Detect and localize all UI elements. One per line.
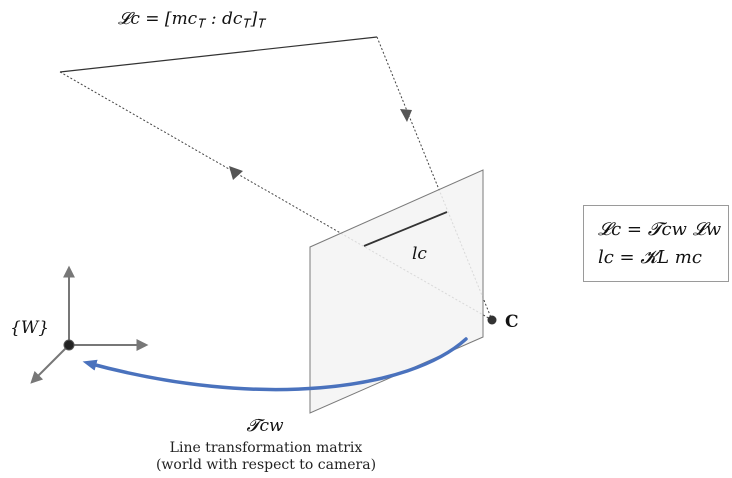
image-line [363, 211, 448, 247]
world-frame-axes [30, 265, 149, 384]
equation-line-projection: lc = 𝓚L mc [598, 247, 702, 268]
transform-label: 𝓣cw [246, 416, 284, 436]
ray-arrow-left [229, 166, 243, 180]
equations-box: 𝓛c = 𝓣cw 𝓛w lc = 𝓚L mc [583, 205, 729, 282]
transform-arrow [82, 337, 468, 392]
3d-line [59, 36, 378, 73]
equation-line-transform: 𝓛c = 𝓣cw 𝓛w [598, 219, 722, 240]
camera-label: C [505, 312, 519, 332]
world-frame-label: {W} [10, 318, 49, 338]
caption-line-1: Line transformation matrix [170, 440, 363, 456]
ray-arrow-right [400, 109, 412, 122]
camera-center-point [487, 315, 497, 325]
plucker-coordinates-label: 𝓛c = [mc⊺ : dc⊺]⊺ [118, 9, 266, 29]
world-origin-point [63, 339, 75, 351]
image-line-label: lc [412, 244, 427, 264]
image-plane [309, 169, 484, 414]
caption-line-2: (world with respect to camera) [156, 457, 376, 473]
projection-ray-left [59, 71, 493, 321]
projection-ray-right [376, 36, 493, 321]
